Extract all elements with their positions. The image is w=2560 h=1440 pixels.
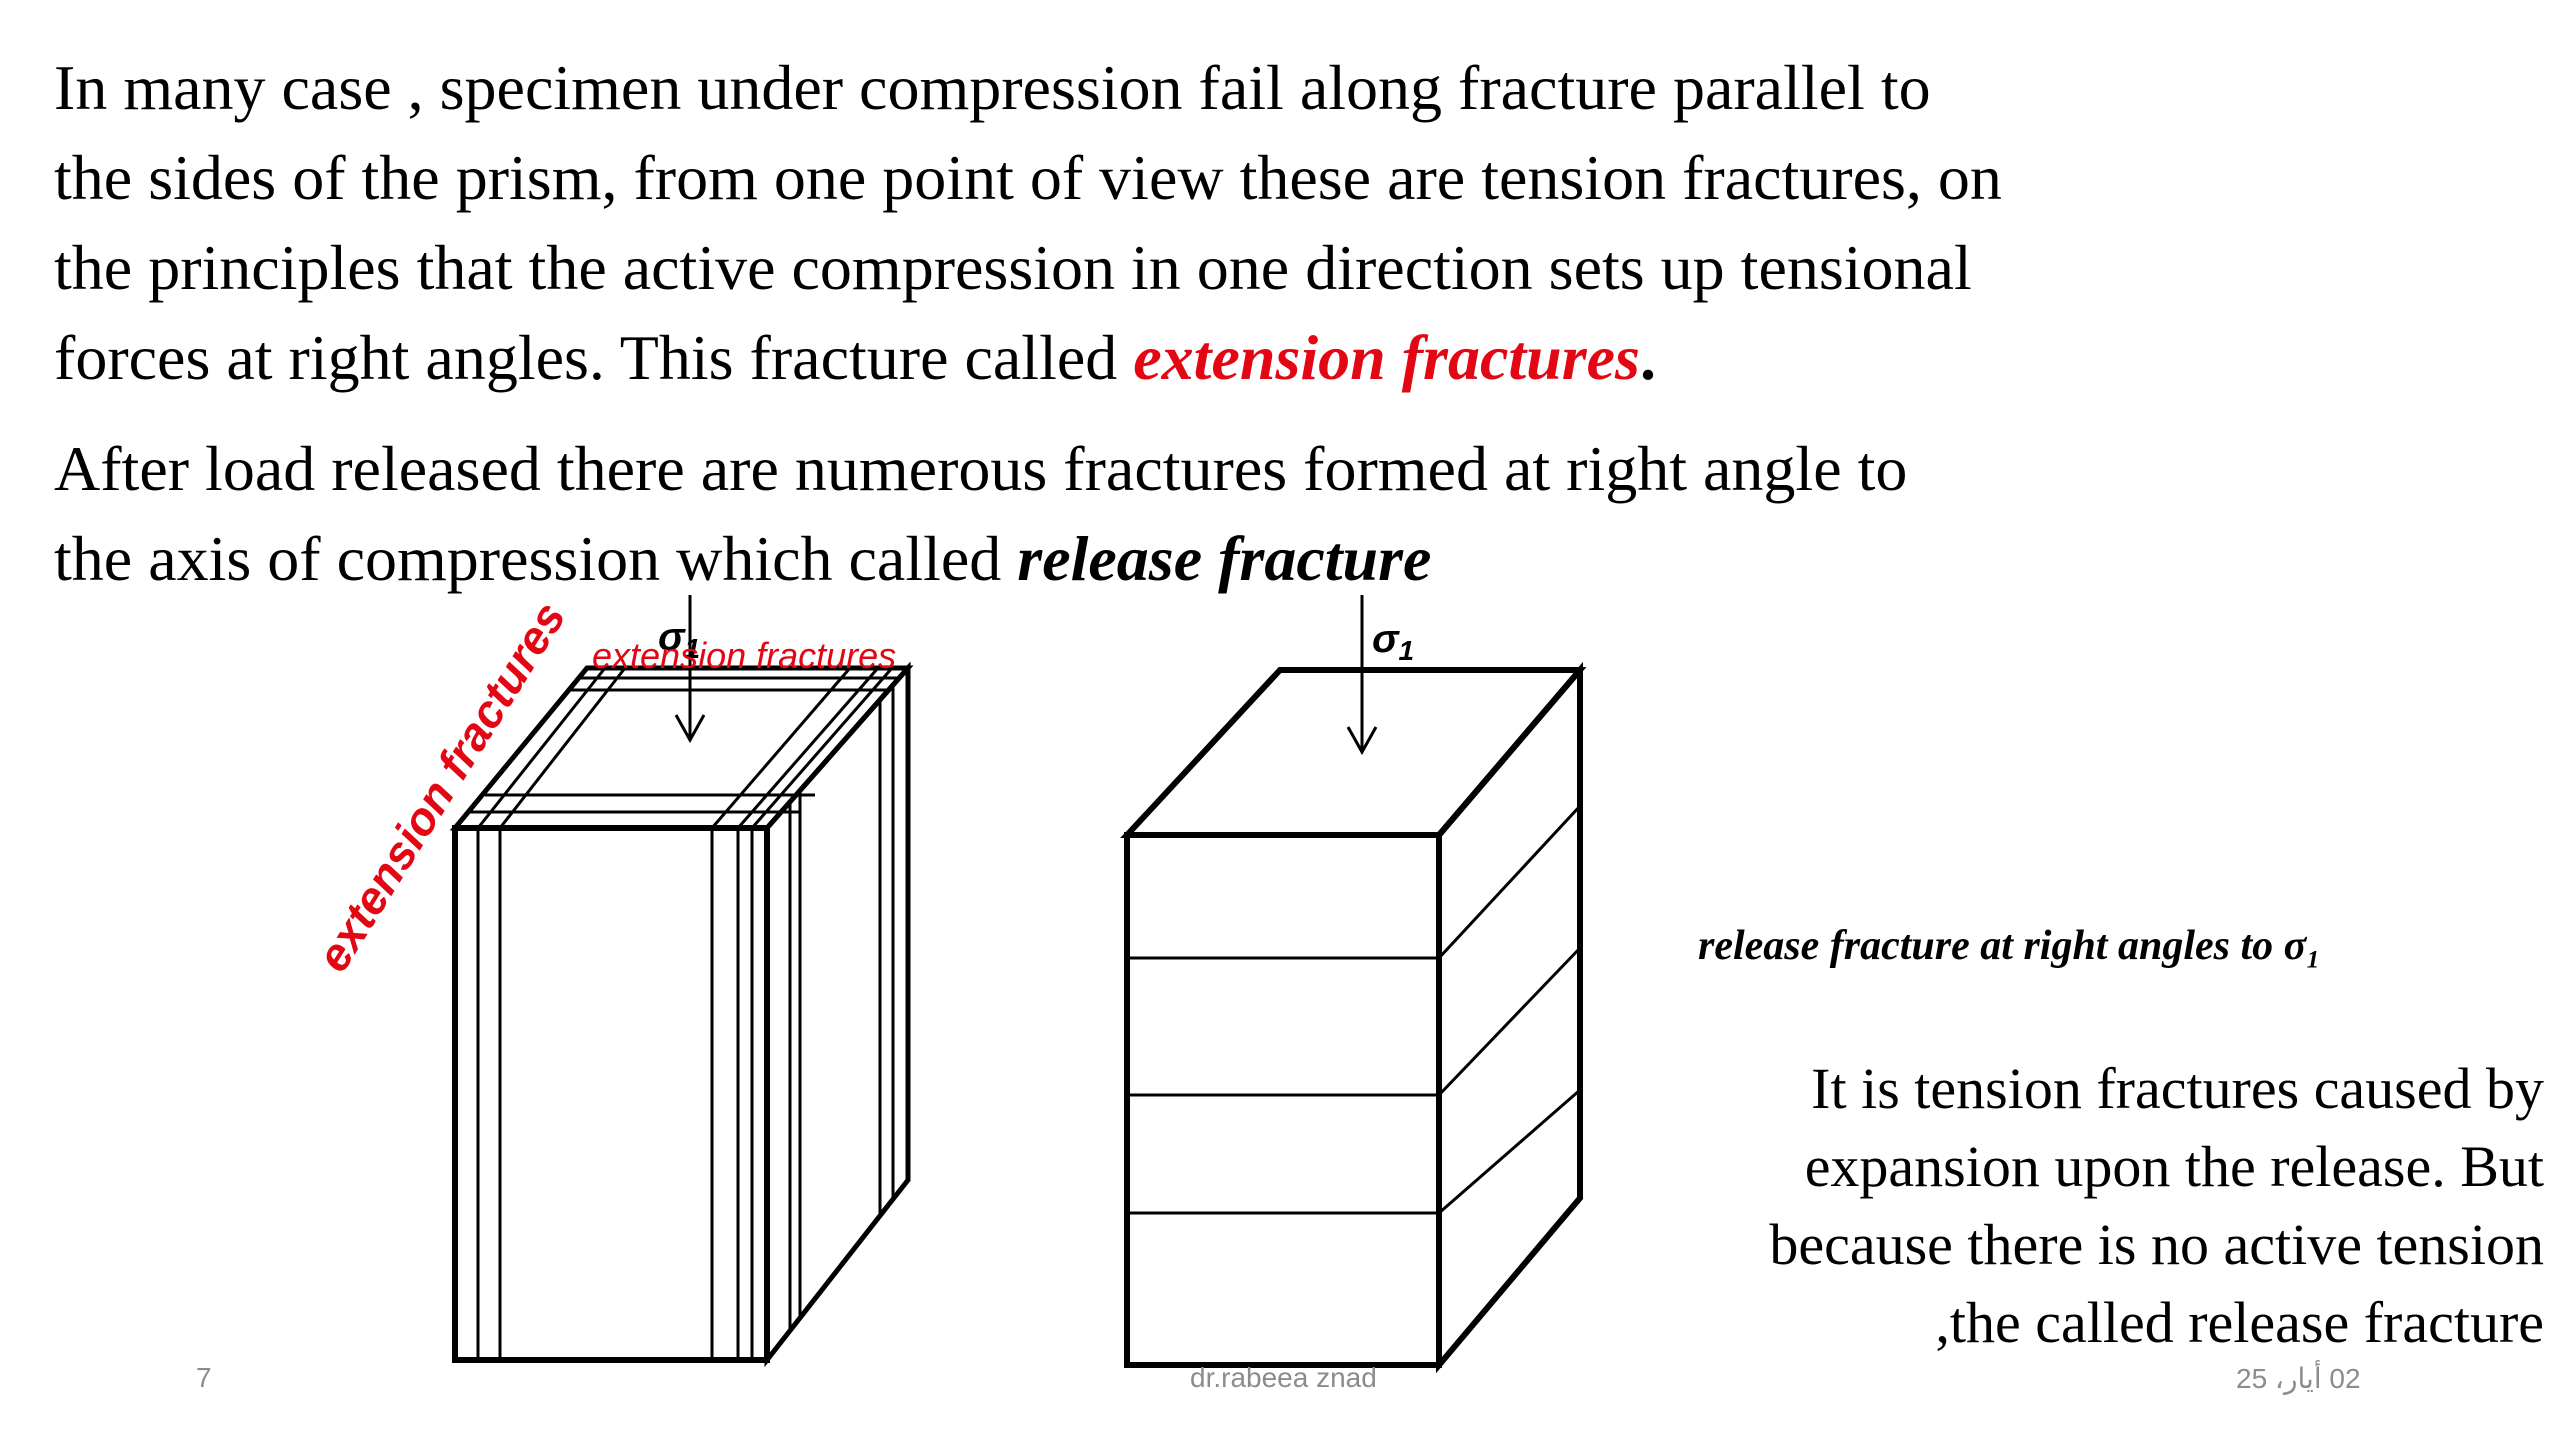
right-text-line2: expansion upon the release. But: [1804, 1134, 2544, 1199]
left-top-fracture: [710, 667, 852, 829]
right-sigma-label: σ1: [1372, 617, 1414, 666]
left-top-fracture: [750, 667, 894, 829]
right-text-line4: ,the called release fracture: [1935, 1290, 2544, 1355]
right-sigma-arrow-head: [1346, 726, 1378, 756]
left-prism-side-face: [764, 661, 911, 1368]
right-prism-front-face: [1124, 832, 1442, 1368]
release-fracture-caption: release fracture at right angles to σ₁: [1698, 923, 2321, 969]
para1-line1: In many case , specimen under compressio…: [54, 52, 1931, 123]
release-fracture-term: release fracture: [1017, 523, 1432, 594]
extension-fractures-term: extension fractures: [1133, 322, 1640, 393]
release-fracture-prism: [1120, 595, 1587, 1374]
slide-number: 7: [196, 1362, 212, 1393]
paragraph-release-fracture: After load released there are numerous f…: [54, 424, 2474, 604]
paragraph-extension-fractures: In many case , specimen under compressio…: [54, 43, 2474, 403]
extension-fracture-prism: [449, 595, 914, 1368]
para1-line4-prefix: forces at right angles. This fracture ca…: [54, 322, 1134, 393]
left-sigma-label: σ1: [658, 615, 700, 664]
left-prism-front-face: [452, 825, 770, 1363]
left-top-fracture: [476, 667, 607, 829]
left-top-fracture: [498, 667, 627, 829]
right-text-line1: It is tension fractures caused by: [1811, 1056, 2544, 1121]
para1-line4: forces at right angles. This fracture ca…: [54, 313, 2474, 403]
para1-line2: the sides of the prism, from one point o…: [54, 142, 2002, 213]
para2-line1: After load released there are numerous f…: [54, 433, 1908, 504]
release-explanation: It is tension fractures caused by expans…: [1644, 1050, 2544, 1362]
para1-line4-suffix: .: [1639, 322, 1656, 393]
right-side-release-fracture: [1437, 804, 1582, 960]
footer-date: 02 أيار، 25: [2236, 1363, 2361, 1394]
right-side-release-fracture: [1438, 1088, 1581, 1215]
extension-fractures-side-label: extension fractures: [306, 593, 575, 980]
right-text-line3: because there is no active tension: [1769, 1212, 2544, 1277]
para1-line3: the principles that the active compressi…: [54, 232, 1972, 303]
left-sigma-arrow-head: [674, 714, 706, 744]
left-top-fracture: [736, 667, 880, 829]
right-side-release-fracture: [1437, 946, 1582, 1097]
right-prism-side-face: [1436, 661, 1583, 1374]
footer-author: dr.rabeea znad: [1190, 1362, 1377, 1393]
para2-line2: the axis of compression which called rel…: [54, 514, 2474, 604]
extension-fractures-top-label: extension fractures: [592, 635, 896, 676]
para2-line2-prefix: the axis of compression which called: [54, 523, 1018, 594]
